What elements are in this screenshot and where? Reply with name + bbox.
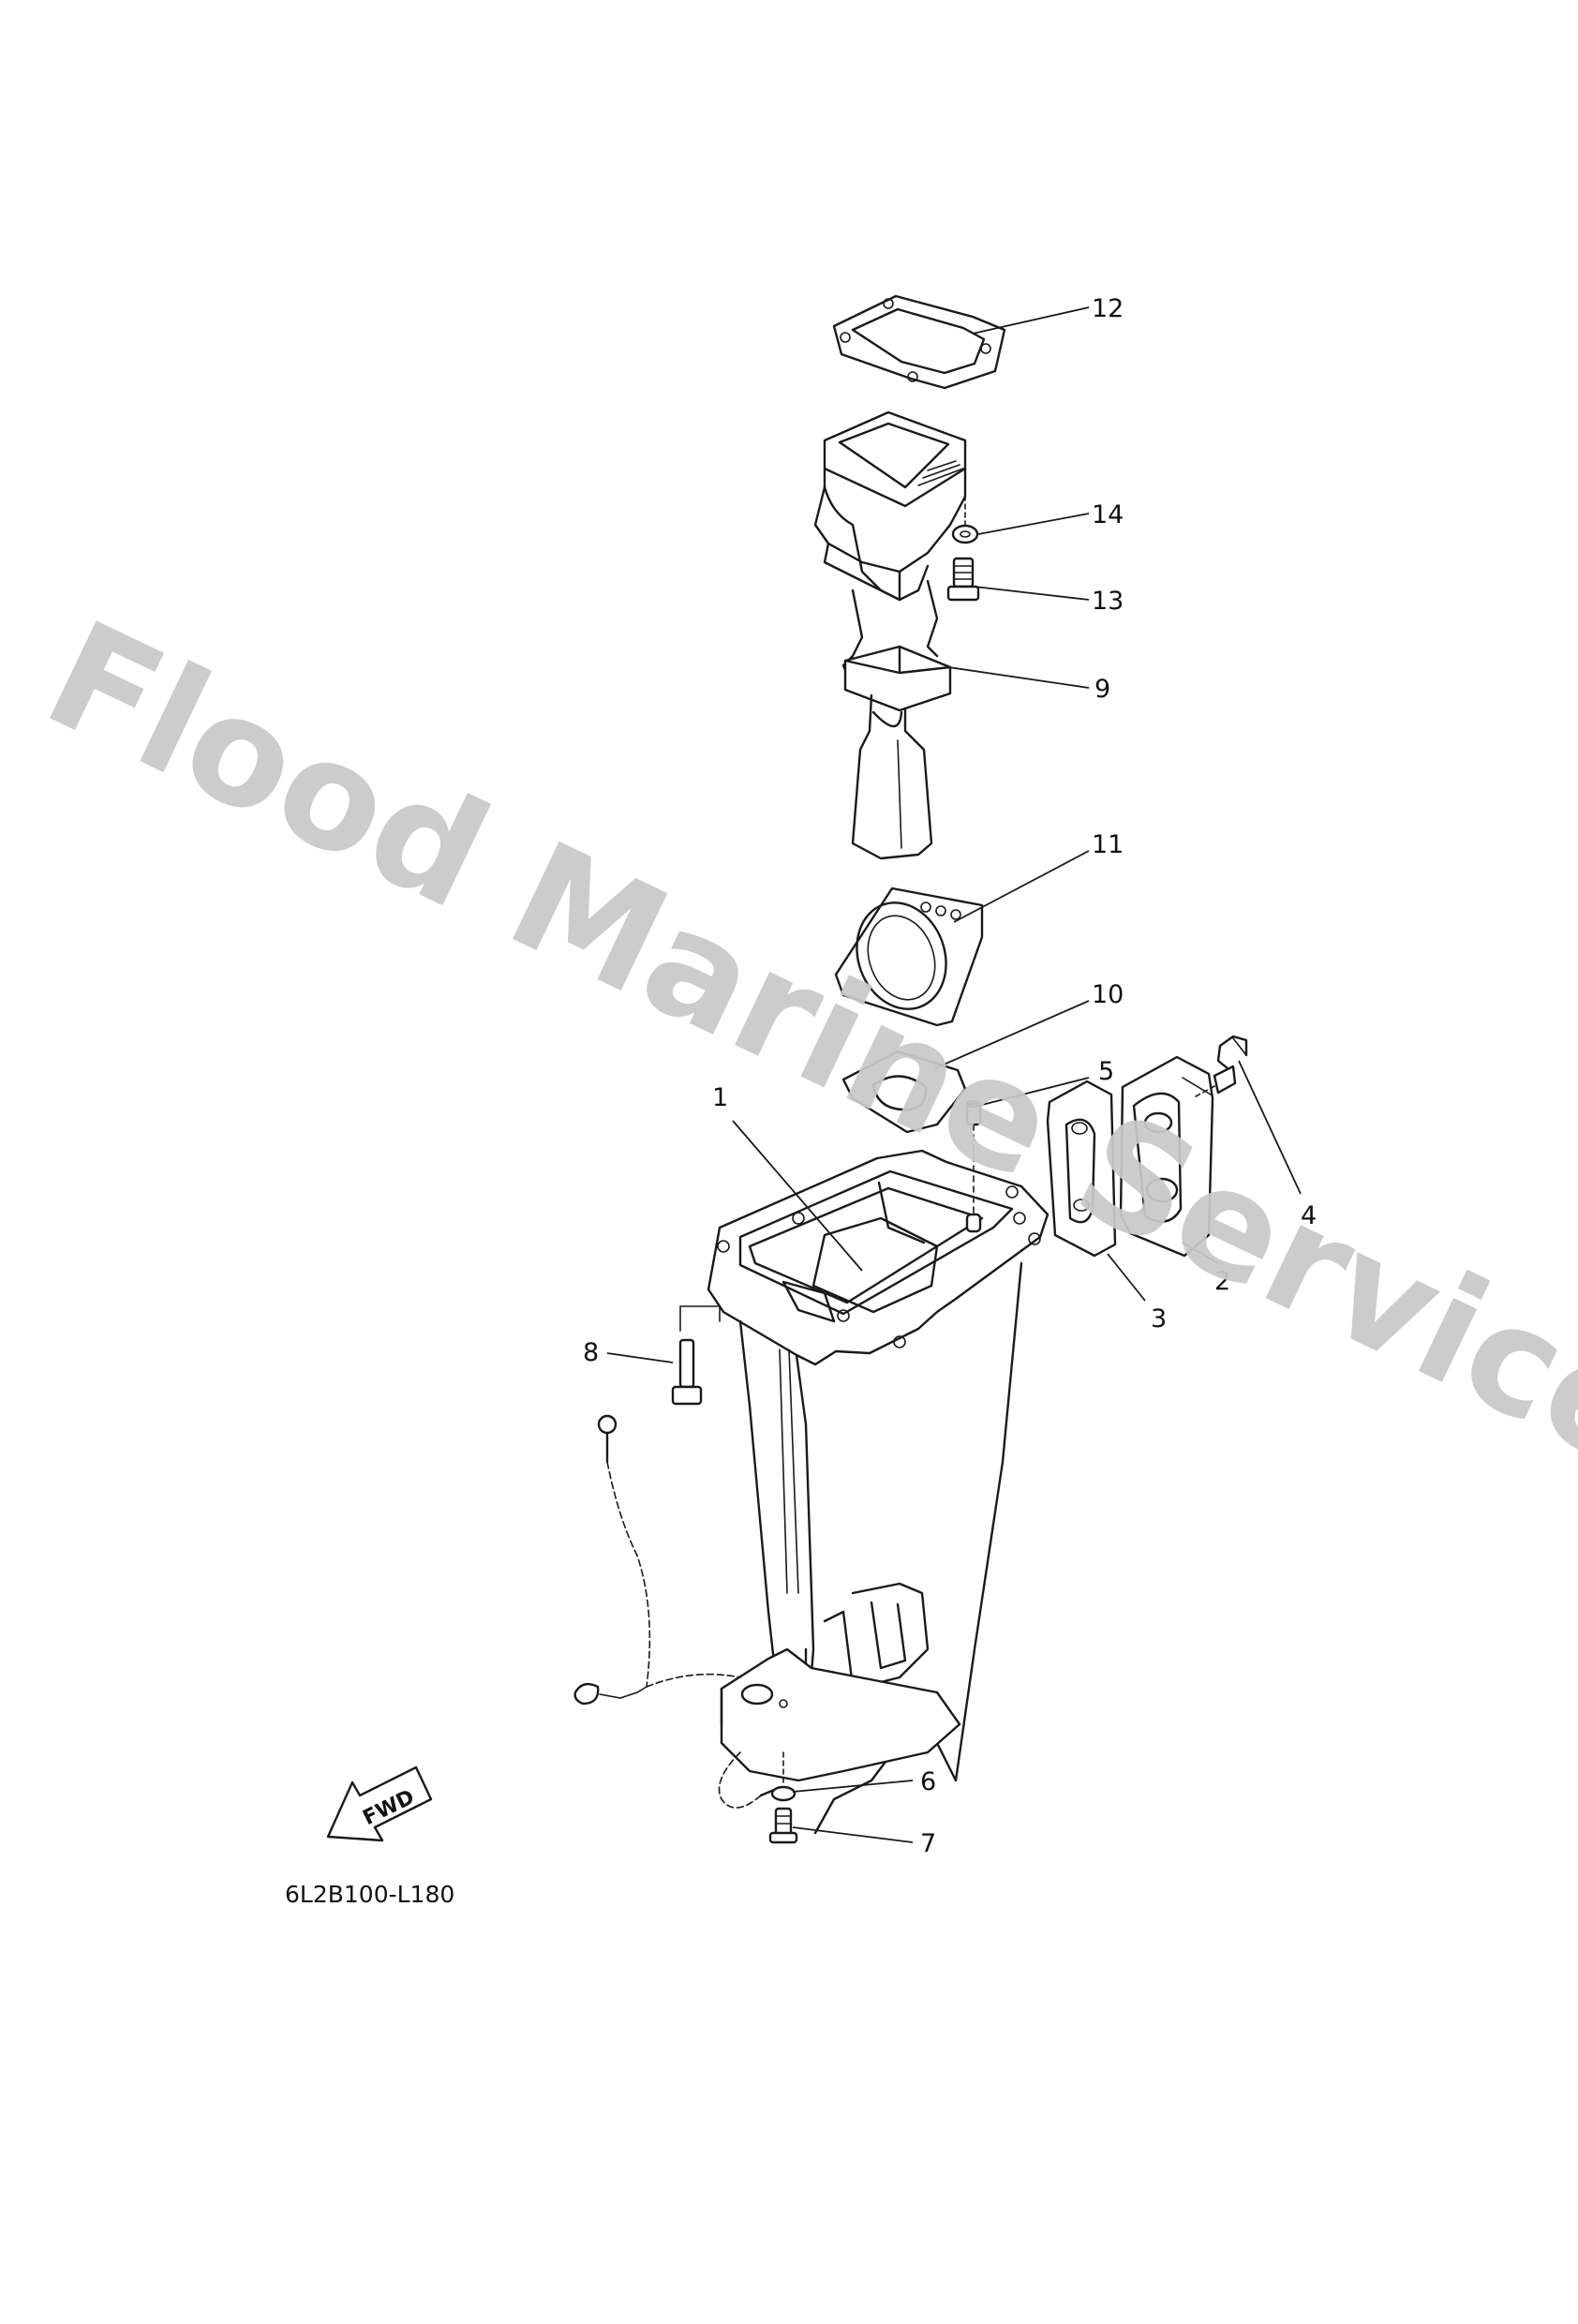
watermark-text: Flood Marine Services — [22, 588, 1578, 1539]
part-11-seal-plate — [834, 886, 984, 1027]
callout-7: 7 — [920, 1829, 936, 1858]
part-8-bolt — [671, 1305, 721, 1406]
callout-13: 13 — [1092, 587, 1124, 616]
callout-6: 6 — [920, 1767, 936, 1796]
callout-1: 1 — [712, 1083, 728, 1112]
fwd-arrow-icon: FWD — [326, 1765, 433, 1842]
part-1-upper-casing — [707, 1149, 1050, 1835]
callout-5: 5 — [1098, 1057, 1114, 1086]
callout-4: 4 — [1301, 1201, 1317, 1230]
diagram-code: 6L2B100-L180 — [285, 1881, 454, 1908]
callout-3: 3 — [1151, 1304, 1167, 1333]
callout-12: 12 — [1092, 294, 1124, 323]
callout-labels: 12 14 13 9 11 10 5 1 4 2 3 8 6 7 — [583, 294, 1317, 1858]
callout-9: 9 — [1094, 675, 1110, 704]
part-12-gasket — [832, 294, 1006, 390]
callout-14: 14 — [1092, 500, 1124, 529]
part-13-bolt — [946, 557, 980, 602]
callout-2: 2 — [1214, 1267, 1230, 1296]
callout-8: 8 — [583, 1338, 599, 1367]
leader-lines — [606, 306, 1302, 1843]
part-3-gasket — [1046, 1080, 1117, 1258]
part-9-exhaust-guide — [813, 410, 967, 860]
ground-lead-wire — [573, 1414, 776, 1809]
part-6-washer — [770, 1751, 796, 1802]
callout-10: 10 — [1092, 980, 1124, 1009]
part-4-bolt — [1195, 1035, 1248, 1097]
callout-11: 11 — [1092, 830, 1124, 859]
part-14-washer — [951, 486, 979, 544]
part-10-gasket — [841, 1050, 967, 1134]
part-2-cover — [1119, 1055, 1214, 1258]
part-5-dowel-pin — [965, 1100, 982, 1233]
part-7-screw — [768, 1807, 798, 1844]
